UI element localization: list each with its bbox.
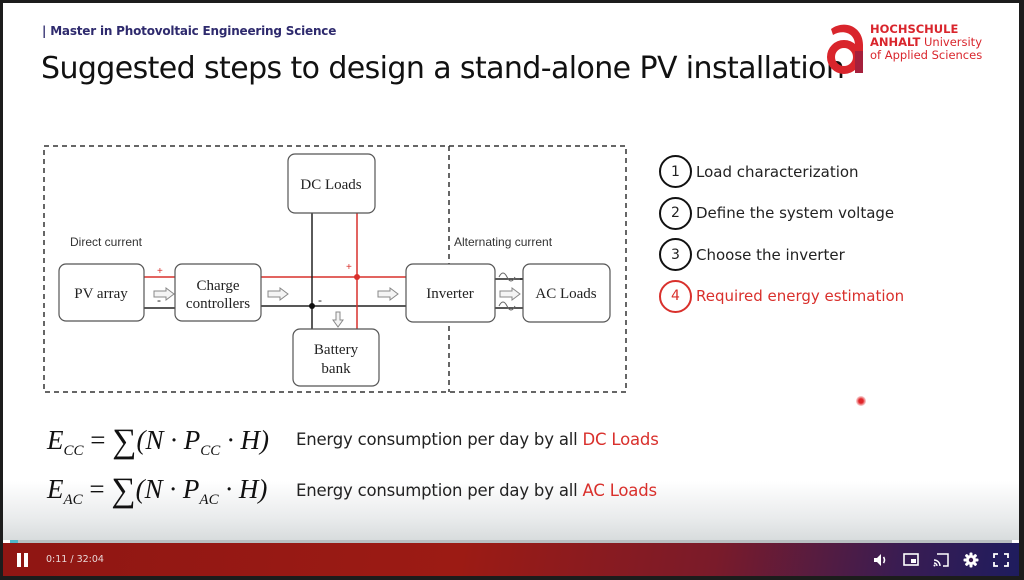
desc-highlight: DC Loads: [582, 430, 659, 449]
pv-system-diagram: Direct current Alternating current + - +…: [43, 145, 627, 393]
current-time: 0:11: [46, 554, 68, 565]
video-player[interactable]: |Master in Photovoltaic Engineering Scie…: [3, 3, 1019, 576]
progress-bar[interactable]: [10, 540, 1012, 543]
flow-arrow-icon: [267, 287, 289, 301]
sum-symbol: ∑: [112, 423, 137, 460]
step-label: Define the system voltage: [696, 204, 895, 223]
miniplayer-icon: [903, 553, 919, 566]
inverter-label: Inverter: [426, 286, 473, 302]
battery-label-2: bank: [321, 361, 351, 377]
node-charge-controllers: Charge controllers: [174, 263, 262, 322]
miniplayer-button[interactable]: [903, 553, 919, 566]
logo-line3: of Applied Sciences: [870, 48, 983, 62]
duration: 32:04: [76, 554, 104, 565]
course-label: Master in Photovoltaic Engineering Scien…: [50, 24, 337, 38]
step-1: 1 Load characterization: [659, 151, 904, 193]
junction-negative: [309, 303, 315, 309]
bus-minus-label: -: [318, 293, 322, 307]
step-number-badge: 2: [659, 196, 692, 230]
battery-label-1: Battery: [314, 342, 359, 358]
pause-button[interactable]: [16, 552, 30, 568]
progress-fill: [10, 540, 19, 543]
fullscreen-icon: [993, 552, 1009, 567]
step-3: 3 Choose the inverter: [659, 234, 904, 276]
step-label: Load characterization: [696, 162, 859, 181]
step-label: Choose the inverter: [696, 245, 845, 264]
slide-title: Suggested steps to design a stand-alone …: [41, 51, 845, 86]
step-number-badge: 3: [659, 238, 692, 272]
time-display: 0:11 / 32:04: [46, 554, 104, 565]
charge-label-1: Charge: [196, 278, 239, 294]
pv-plus-label: +: [157, 266, 163, 277]
course-name: |Master in Photovoltaic Engineering Scie…: [42, 24, 337, 38]
node-pv-array: PV array: [58, 263, 145, 322]
node-ac-loads: AC Loads: [522, 263, 611, 323]
formula-ac-description: Energy consumption per day by all AC Loa…: [296, 481, 657, 500]
player-controls: 0:11 / 32:04: [3, 543, 1019, 576]
logo-line2-rest: University: [920, 35, 982, 49]
desc-text: Energy consumption per day by all: [296, 430, 583, 449]
step-4-current: 4 Required energy estimation: [659, 276, 904, 318]
formula-lhs-sub: CC: [63, 443, 84, 459]
step-number-badge: 1: [659, 155, 692, 189]
volume-icon: [874, 553, 886, 566]
step-number-badge: 4: [659, 279, 692, 313]
node-battery-bank: Battery bank: [292, 328, 380, 387]
charge-label-2: controllers: [186, 296, 250, 312]
formula-p-sub: AC: [199, 492, 219, 508]
formula-dc-energy: ECC = ∑(N · PCC · H): [47, 423, 270, 460]
zone-ac-label: Alternating current: [454, 235, 553, 249]
laser-pointer-dot: [856, 396, 866, 406]
logo-line1: HOCHSCHULE: [870, 22, 959, 36]
bus-plus-label: +: [346, 262, 352, 273]
time-separator: /: [67, 554, 77, 565]
step-2: 2 Define the system voltage: [659, 193, 904, 235]
pv-minus-label: -: [157, 293, 161, 307]
formula-lhs-sub: AC: [63, 492, 83, 508]
cast-button[interactable]: [933, 552, 949, 567]
sine-wave-icon: [498, 272, 516, 282]
cast-icon: [933, 552, 949, 567]
steps-list: 1 Load characterization 2 Define the sys…: [659, 151, 904, 317]
formula-lhs: E: [47, 474, 64, 504]
logo-line2-bold: ANHALT: [870, 35, 921, 49]
flow-arrow-icon: [499, 287, 521, 301]
logo-text: HOCHSCHULE ANHALT University of Applied …: [870, 23, 982, 62]
slide: |Master in Photovoltaic Engineering Scie…: [3, 3, 1019, 540]
step-label: Required energy estimation: [696, 287, 905, 306]
dc-loads-label: DC Loads: [300, 177, 361, 193]
zone-dc-label: Direct current: [70, 235, 143, 249]
settings-button[interactable]: [963, 552, 979, 568]
ac-loads-label: AC Loads: [535, 286, 596, 302]
node-inverter: Inverter: [405, 263, 496, 323]
fullscreen-button[interactable]: [993, 552, 1009, 567]
formula-body: (N · P: [135, 474, 200, 504]
formula-p-sub: CC: [200, 443, 221, 459]
volume-button[interactable]: [873, 553, 889, 567]
node-dc-loads: DC Loads: [287, 153, 376, 214]
flow-arrow-icon: [153, 287, 175, 301]
formula-body: (N · P: [136, 425, 201, 455]
formula-ac-energy: EAC = ∑(N · PAC · H): [47, 472, 268, 509]
logo-a-icon: [827, 24, 863, 74]
pv-array-label: PV array: [74, 286, 128, 302]
formula-lhs: E: [47, 425, 64, 455]
university-logo: HOCHSCHULE ANHALT University of Applied …: [823, 21, 993, 77]
flow-arrow-icon: [377, 287, 399, 301]
flow-arrow-down-icon: [332, 311, 344, 328]
gear-icon: [963, 552, 979, 567]
formula-dc-description: Energy consumption per day by all DC Loa…: [296, 430, 659, 449]
desc-text: Energy consumption per day by all: [296, 481, 583, 500]
formula-close: · H): [218, 474, 268, 504]
desc-highlight: AC Loads: [582, 481, 658, 500]
formula-close: · H): [220, 425, 270, 455]
junction-positive: [354, 274, 360, 280]
sum-symbol: ∑: [111, 472, 136, 509]
sine-wave-icon: [498, 301, 516, 311]
